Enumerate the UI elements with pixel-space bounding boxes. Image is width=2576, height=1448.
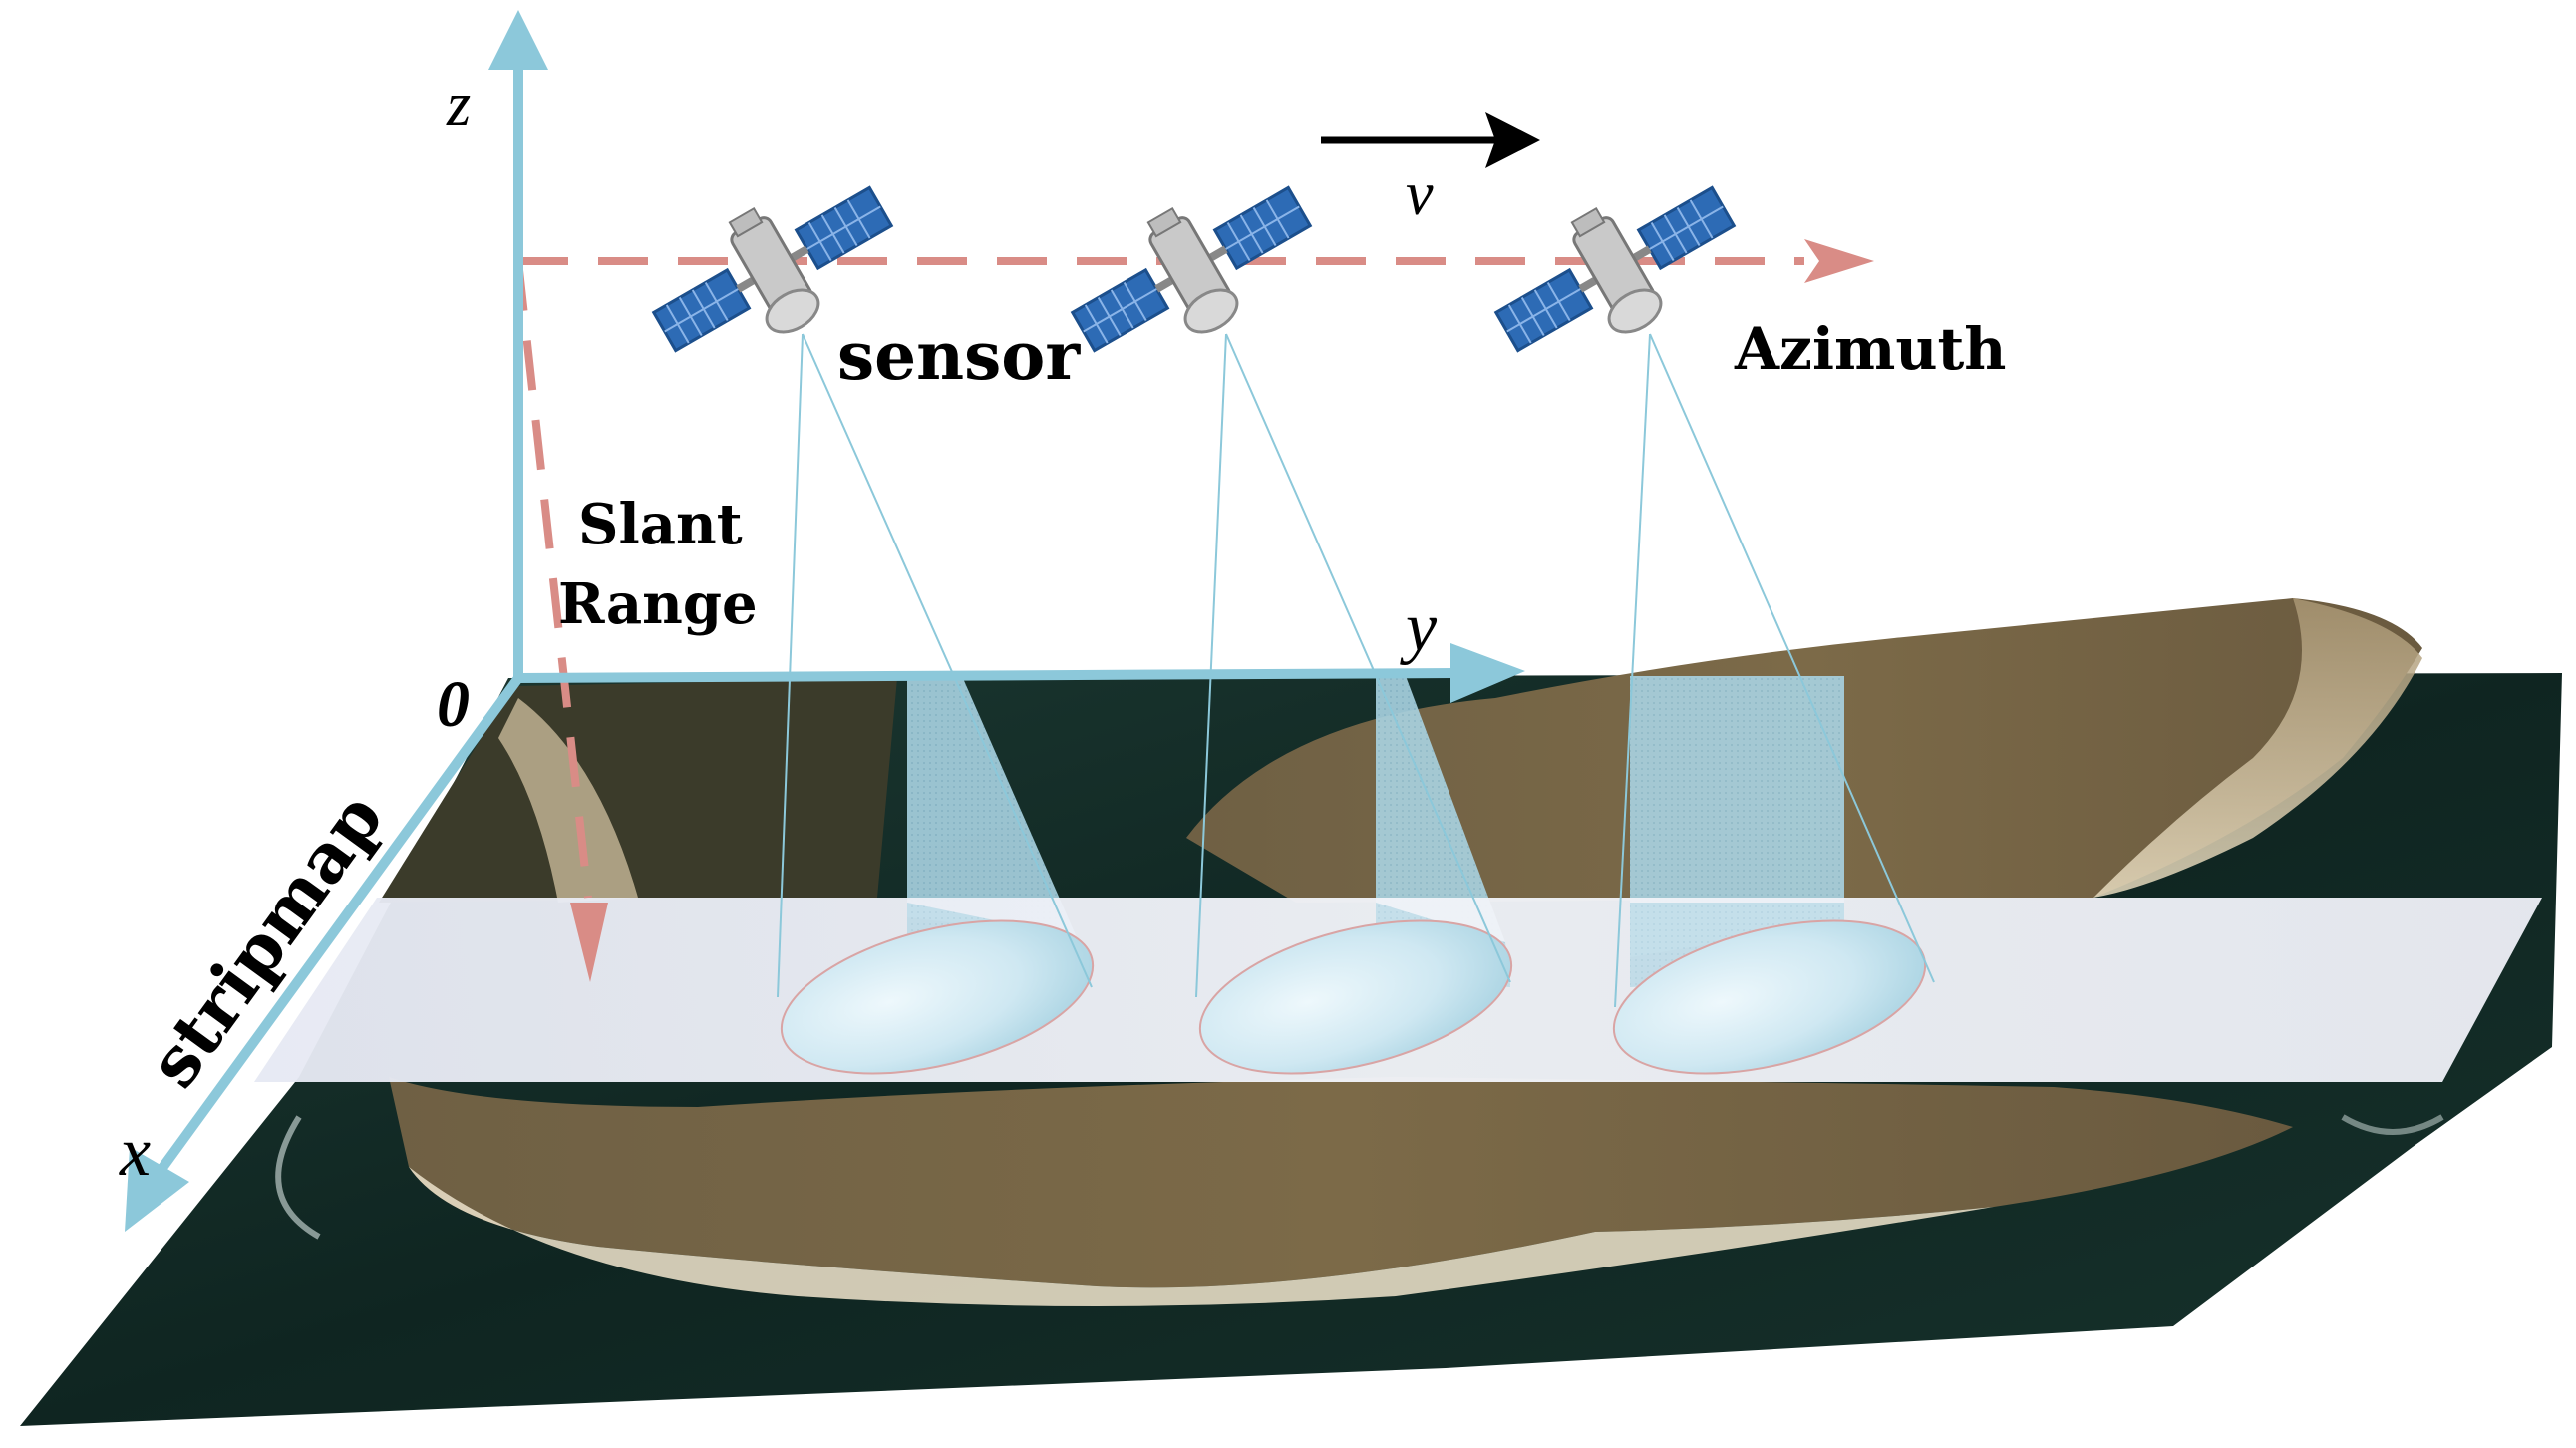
y-axis-label: y [1400,589,1438,666]
footprint-1 [780,919,1095,1075]
z-axis-arrowhead [488,10,548,70]
x-axis-arrowhead [125,1147,189,1232]
azimuth-label: Azimuth [1734,315,2006,383]
satellite-icon [1070,185,1313,353]
cliff-lower [409,1167,1994,1306]
beam-line-1b [802,333,1093,988]
beam-column-2 [1376,676,1505,942]
cliff-upper [2093,598,2422,898]
azimuth-arrowhead [1804,239,1874,283]
x-axis-label: x [119,1114,151,1191]
origin-label: 0 [437,668,470,741]
sensor-label: sensor [837,317,1081,395]
beam-line-2b [1225,333,1511,983]
satellite-icon [651,185,894,353]
island-lower [389,1077,2293,1288]
footprint-2 [1198,919,1513,1075]
beam-line-3b [1649,333,1935,983]
beam-lines [777,333,1935,1008]
satellites [651,185,1737,353]
velocity-label: v [1406,161,1434,228]
velocity-arrow [1321,112,1540,168]
beam-footprints [780,919,1927,1075]
z-axis-label: z [446,71,471,139]
x-axis-line [155,675,523,1175]
y-axis-arrowhead [1450,643,1525,703]
slant-range-label-line1: Slant [578,492,743,557]
beam-line-1a [777,333,804,998]
slant-range-dashed [514,260,592,899]
beam-column-3 [1630,676,1844,957]
slant-range-arrowhead [570,903,608,982]
slant-range-label-line2: Range [558,571,758,637]
satellite-icon [1493,185,1737,353]
beam-column-1 [907,676,1077,937]
beam-line-2a [1195,333,1227,998]
beam-columns [907,676,1844,957]
y-axis-line [517,668,1456,683]
axes [125,10,1525,1232]
beach [498,698,638,903]
beam-line-3a [1614,333,1651,1008]
